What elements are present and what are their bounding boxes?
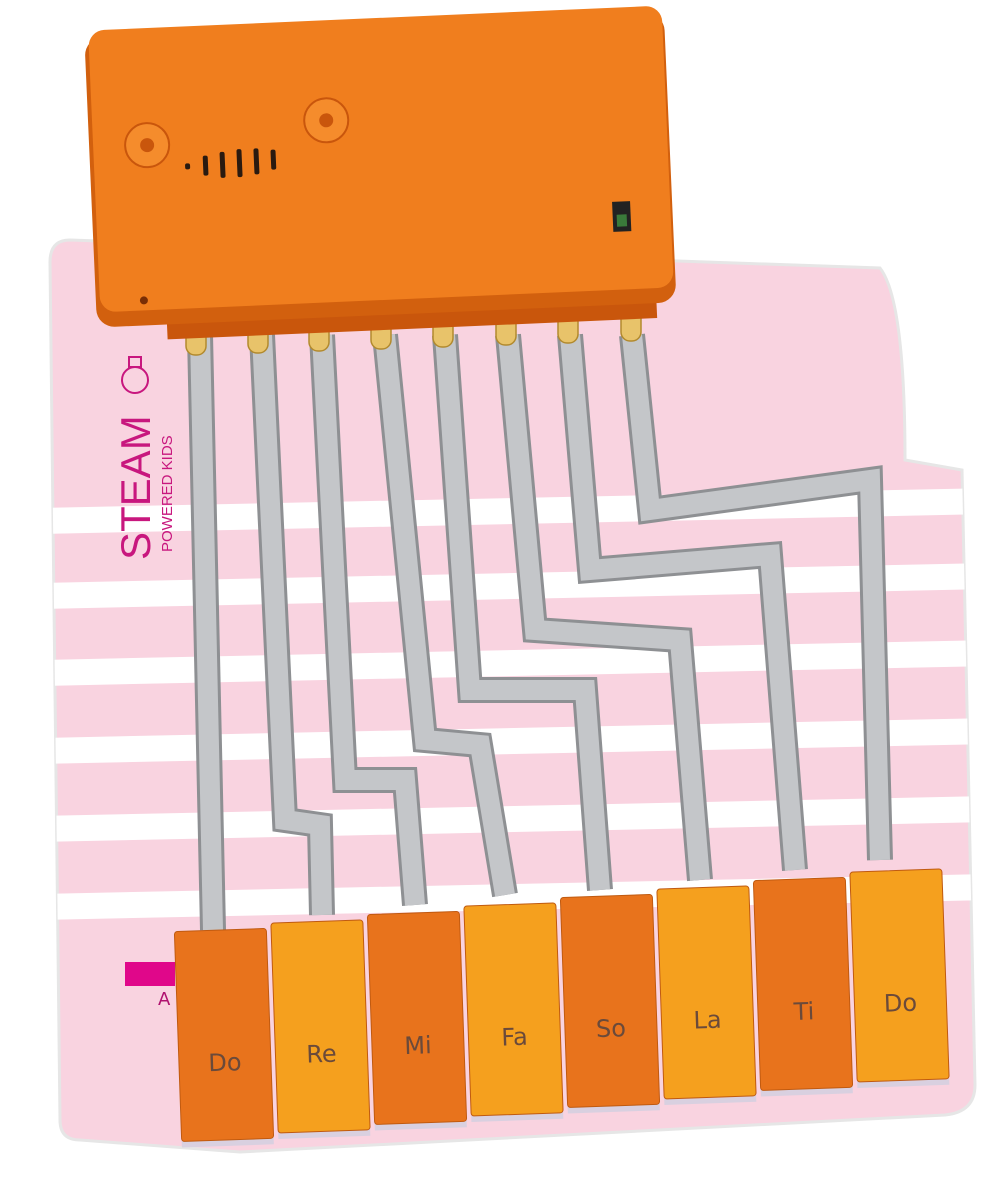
indicator-dot	[139, 296, 148, 305]
steam-logo: STEAM POWERED KIDS	[112, 356, 176, 560]
key-label: Mi	[404, 1031, 432, 1060]
piano-key[interactable]: Re	[270, 919, 371, 1140]
piano-key[interactable]: Fa	[463, 902, 564, 1123]
speaker-grille-icon	[185, 148, 277, 178]
key-label: Re	[306, 1040, 337, 1069]
side-label: A	[158, 989, 171, 1010]
trace	[498, 334, 710, 881]
key-label: Do	[208, 1048, 242, 1077]
piano-key[interactable]: Do	[173, 928, 275, 1148]
metal-traces	[187, 333, 893, 931]
logo-main-text: STEAM	[112, 415, 159, 560]
stripe	[50, 874, 975, 920]
trace	[190, 334, 223, 931]
sound-module	[85, 6, 676, 340]
trace	[252, 334, 332, 916]
key-label: La	[693, 1006, 722, 1035]
key-label: Ti	[792, 997, 815, 1026]
trace	[560, 334, 805, 871]
key-label: Do	[883, 989, 917, 1018]
lightbulb-icon	[121, 356, 149, 394]
magenta-marker	[125, 962, 175, 986]
trace	[312, 334, 425, 906]
piano-key[interactable]: Mi	[366, 911, 468, 1131]
piano-key[interactable]: Ti	[752, 877, 854, 1097]
trace	[435, 334, 610, 891]
piano-key[interactable]: La	[656, 885, 757, 1106]
trace	[622, 333, 890, 861]
logo-sub-text: POWERED KIDS	[159, 435, 176, 552]
trace	[375, 334, 515, 897]
key-label: So	[596, 1014, 627, 1043]
key-label: Fa	[501, 1023, 528, 1052]
piano-key[interactable]: So	[559, 894, 661, 1114]
piano-key[interactable]: Do	[849, 868, 950, 1089]
power-switch[interactable]	[612, 201, 632, 232]
